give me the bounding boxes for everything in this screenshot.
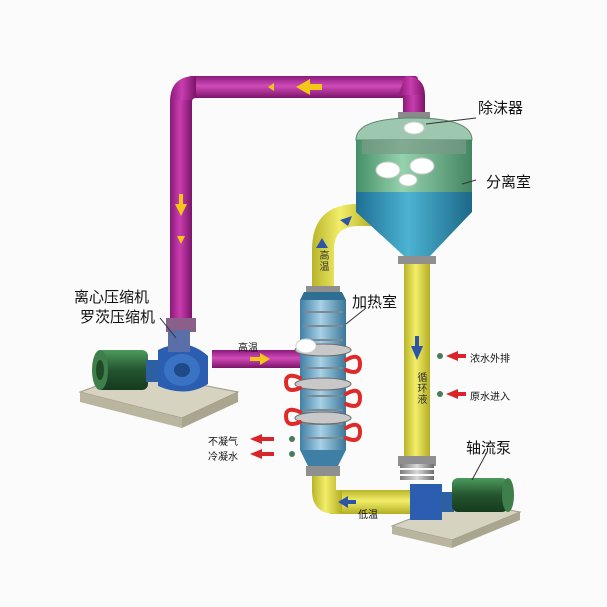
raw-water-in-label: 原水进入 xyxy=(470,392,510,403)
red-coil-icon xyxy=(344,422,363,442)
condensate-label: 冷凝水 xyxy=(208,452,238,463)
heating-coils xyxy=(283,354,363,442)
circulating-liquid-label: 循环液 xyxy=(415,372,426,405)
steam-flow-arrows xyxy=(175,79,322,365)
leader-lines xyxy=(159,117,487,481)
flow-arrow-icon xyxy=(296,79,322,95)
centrifugal-compressor-label: 离心压缩机 xyxy=(74,288,150,306)
concentrate-out-label: 浓水外排 xyxy=(470,354,510,365)
flow-arrow-icon xyxy=(175,194,187,216)
high-temp-left-label: 高温 xyxy=(238,343,258,354)
noncondensable-gas-label: 不凝气 xyxy=(208,437,238,448)
separator-vessel xyxy=(355,117,473,256)
flow-arrow-icon xyxy=(411,336,423,360)
side-arrows xyxy=(250,351,466,459)
red-coil-icon xyxy=(283,407,302,426)
flow-arrow-icon xyxy=(338,496,356,508)
flow-arrow-icon xyxy=(268,83,274,91)
red-coil-icon xyxy=(283,373,302,392)
pump-skid xyxy=(390,478,522,548)
red-inlet-arrow-icon xyxy=(446,351,466,361)
flow-arrow-icon xyxy=(177,236,185,244)
heater-shell xyxy=(294,286,352,466)
red-coil-icon xyxy=(344,388,363,408)
separator-label: 分离室 xyxy=(486,173,532,191)
flow-arrow-icon xyxy=(340,216,352,226)
red-coil-icon xyxy=(344,354,363,374)
flow-arrow-icon xyxy=(316,238,328,248)
red-inlet-arrow-icon xyxy=(250,434,274,444)
low-temp-label: 低温 xyxy=(358,510,378,521)
high-temp-riser-label: 高温 xyxy=(317,250,328,272)
red-inlet-arrow-icon xyxy=(250,449,274,459)
axial-pump-label: 轴流泵 xyxy=(466,439,512,457)
roots-compressor-label: 罗茨压缩机 xyxy=(80,308,156,326)
heater-label: 加热室 xyxy=(352,293,398,311)
liquid-loop xyxy=(306,204,436,514)
compressor-skid xyxy=(78,330,240,428)
flow-arrow-icon xyxy=(250,353,270,365)
red-inlet-arrow-icon xyxy=(446,389,466,399)
demister-label: 除沫器 xyxy=(478,99,524,117)
